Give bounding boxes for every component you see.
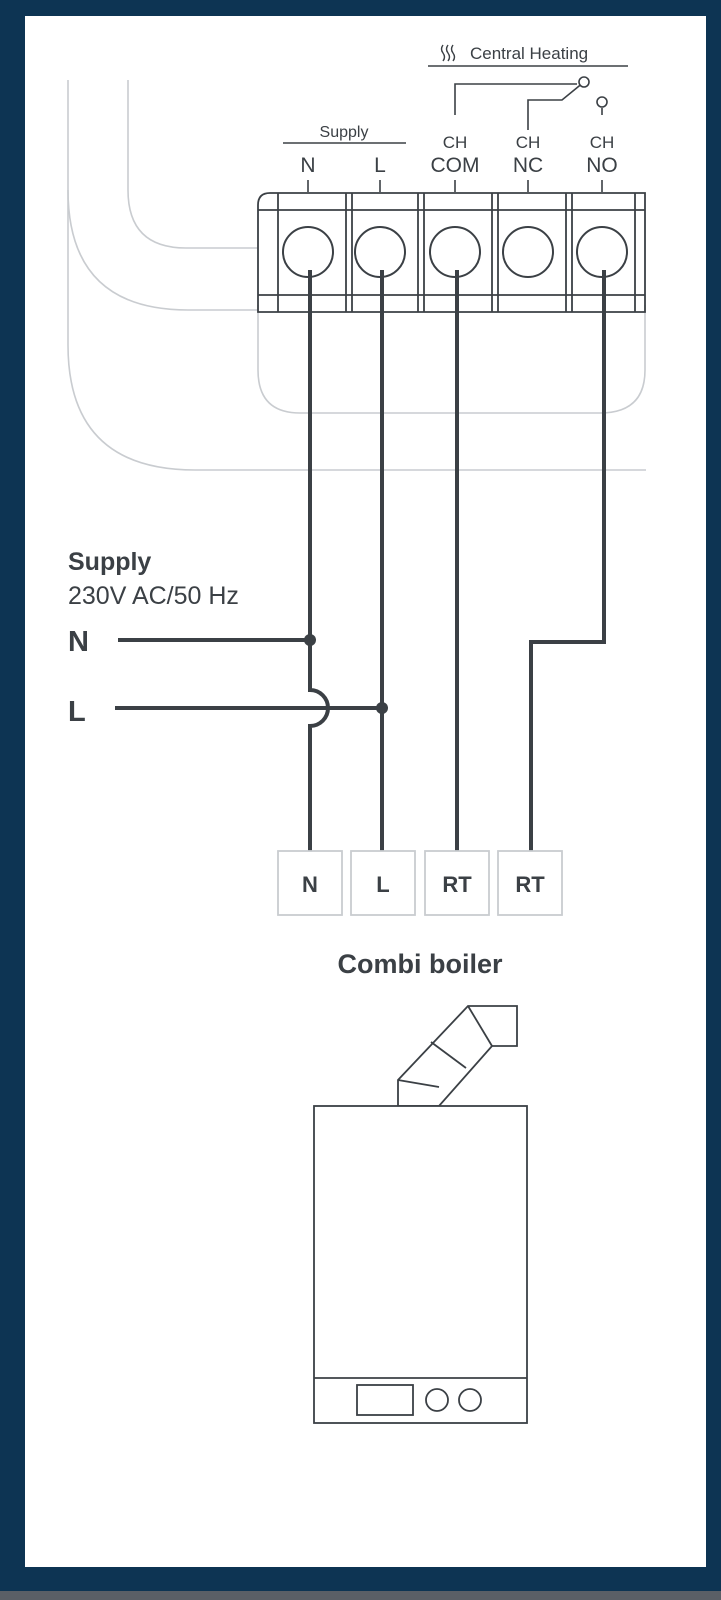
flue-pipe [397, 1005, 518, 1107]
central-heating-header: Central Heating [428, 44, 628, 67]
supply-labels: Supply 230V AC/50 Hz N L [68, 548, 239, 728]
supply-n-label: N [68, 626, 89, 658]
supply-group-header: Supply [283, 124, 406, 144]
terminal-label-nc: NC [513, 154, 543, 177]
boiler-display [356, 1384, 414, 1416]
boiler-title: Combi boiler [337, 949, 502, 979]
terminal-label-n: N [300, 154, 315, 177]
terminal-block [257, 192, 646, 313]
terminal-screw-l [354, 226, 406, 278]
terminal-screws [282, 226, 628, 278]
wires [115, 270, 606, 852]
bottom-strip [0, 1591, 721, 1600]
boiler-terminal-rt: RT [515, 872, 545, 897]
boiler-dial [458, 1388, 482, 1412]
terminal-label-no: NO [586, 154, 618, 177]
supply-group-label: Supply [320, 124, 369, 141]
terminal-screw-no [576, 226, 628, 278]
boiler-dial [425, 1388, 449, 1412]
boiler-terminals: N L RT RT [277, 850, 563, 916]
terminal-labels: CH CH CH N L COM NC NO [300, 133, 618, 192]
terminal-label-top: CH [590, 133, 615, 152]
junction-l [376, 702, 388, 714]
heat-waves-icon [440, 44, 456, 62]
boiler-terminal-rt: RT [442, 872, 472, 897]
terminal-screw-n [282, 226, 334, 278]
junction-n [304, 634, 316, 646]
wire-neutral [308, 270, 330, 852]
supply-spec: 230V AC/50 Hz [68, 582, 239, 610]
relay-switch-symbol [454, 76, 608, 130]
terminal-screw-com [429, 226, 481, 278]
terminal-label-com: COM [431, 154, 480, 177]
terminal-screw-nc [502, 226, 554, 278]
boiler-icon [313, 1005, 528, 1424]
boiler-terminal-n: N [302, 872, 318, 897]
thermostat-housing [67, 80, 646, 471]
supply-title: Supply [68, 548, 151, 576]
terminal-label-l: L [374, 154, 386, 177]
supply-l-label: L [68, 696, 86, 728]
wire-junctions [304, 634, 388, 714]
wire-ch-no [529, 270, 606, 852]
terminal-label-top: CH [443, 133, 468, 152]
boiler-terminal-l: L [376, 872, 389, 897]
central-heating-label: Central Heating [470, 44, 588, 63]
terminal-label-top: CH [516, 133, 541, 152]
boiler-body [313, 1105, 528, 1424]
